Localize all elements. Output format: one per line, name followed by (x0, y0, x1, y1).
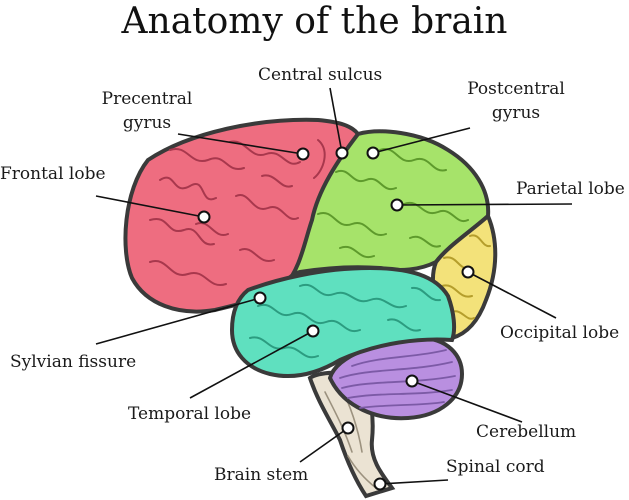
leader-parietal-lobe (396, 203, 573, 206)
label-central-sulcus: Central sulcus (258, 65, 383, 85)
cerebellum-folds (339, 349, 456, 409)
label-temporal-lobe: Temporal lobe (128, 404, 252, 424)
dot-cerebellum (405, 374, 419, 388)
frontal-lobe-folds (149, 139, 326, 287)
leader-precentral-gyrus (177, 133, 304, 155)
label-frontal-lobe: Frontal lobe (0, 164, 106, 184)
parietal-lobe-folds (317, 147, 469, 259)
label-parietal-lobe: Parietal lobe (516, 179, 625, 199)
label-precentral-line1: Precentral (101, 89, 193, 109)
leader-frontal-lobe (95, 195, 205, 218)
leader-brain-stem (299, 427, 349, 463)
temporal-lobe-folds (249, 283, 441, 359)
leader-spinal-cord (379, 479, 449, 485)
marker-dots (197, 146, 475, 491)
leader-central-sulcus (329, 87, 343, 154)
dot-temporal-lobe (306, 324, 320, 338)
label-cerebellum: Cerebellum (476, 422, 577, 442)
temporal-lobe-shape (229, 265, 457, 379)
leader-cerebellum (411, 380, 523, 423)
label-spinal-cord: Spinal cord (446, 457, 545, 477)
dot-brain-stem (341, 421, 355, 435)
label-brain-stem: Brain stem (214, 465, 309, 485)
dot-precentral-gyrus (296, 147, 310, 161)
dot-sylvian-fissure (253, 291, 267, 305)
dot-central-sulcus (335, 146, 349, 160)
dot-occipital-lobe (461, 265, 475, 279)
label-precentral-line2: gyrus (122, 113, 172, 133)
label-sylvian-fissure: Sylvian fissure (10, 352, 137, 372)
dot-frontal-lobe (197, 210, 211, 224)
label-postcentral-line2: gyrus (491, 103, 541, 123)
dot-parietal-lobe (390, 198, 404, 212)
leader-temporal-lobe (189, 330, 314, 399)
leader-sylvian-fissure (95, 297, 261, 345)
dot-spinal-cord (373, 477, 387, 491)
dot-postcentral-gyrus (366, 146, 380, 160)
label-postcentral-line1: Postcentral (467, 79, 565, 99)
leader-lines (95, 87, 573, 485)
label-occipital-lobe: Occipital lobe (500, 323, 620, 343)
leader-occipital-lobe (467, 271, 557, 319)
occipital-lobe-folds (441, 234, 491, 320)
leader-postcentral-gyrus (372, 127, 471, 154)
diagram-title: Anatomy of the brain (121, 1, 508, 42)
